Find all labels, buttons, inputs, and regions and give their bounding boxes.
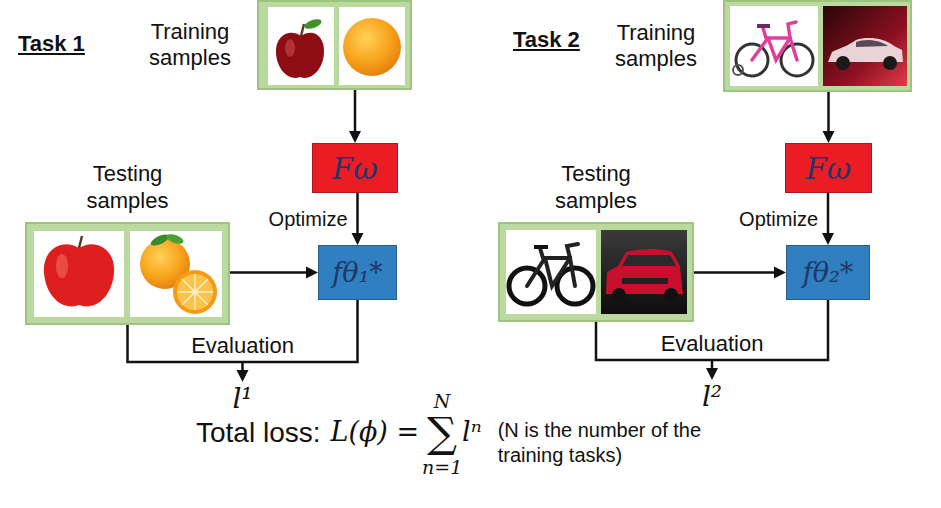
- sample-panel: Training samples: [723, 0, 912, 92]
- sample-panel: Training samples: [257, 0, 412, 90]
- meta-learner-box: Fω: [312, 143, 398, 193]
- loss-symbol: l²: [702, 382, 722, 413]
- evaluation-bracket: [128, 300, 358, 362]
- edge-label: Optimize: [269, 207, 348, 231]
- sum-limit: n=1: [422, 458, 462, 477]
- box-text: fθ₂*: [803, 258, 854, 288]
- connector-arrow: [822, 193, 834, 245]
- sample-panel: Testing samples: [498, 222, 694, 322]
- step-label: Evaluation: [661, 331, 764, 357]
- panel-heading: Testing samples: [536, 161, 656, 214]
- arrow-head: [349, 131, 361, 143]
- arrow-head: [237, 370, 249, 382]
- arrow-head: [352, 233, 364, 245]
- arrow-head: [774, 267, 786, 279]
- loss-symbol: l¹: [232, 384, 252, 415]
- panel-heading: Training samples: [601, 20, 711, 73]
- panel-heading: Training samples: [135, 19, 245, 72]
- formula-text: L(ϕ) =: [331, 416, 420, 448]
- arrow-head: [306, 267, 318, 279]
- meta-learner-box: Fω: [785, 143, 872, 193]
- connector-line: [827, 92, 830, 132]
- evaluation-bracket: [596, 300, 828, 360]
- edge-label: Optimize: [739, 207, 818, 231]
- arrow-head: [823, 131, 835, 143]
- panel-heading: Testing samples: [68, 161, 188, 214]
- note-text: (N is the number of the training tasks): [498, 418, 728, 468]
- connector-line: [827, 193, 830, 234]
- formula-text: Total loss:: [196, 416, 321, 450]
- sample-panel: Testing samples: [25, 222, 230, 325]
- arrow-head: [706, 368, 718, 380]
- connector-arrow: [694, 267, 786, 279]
- connector-arrow: [230, 267, 318, 279]
- connector-arrow: [352, 193, 364, 245]
- formula-text: lⁿ: [462, 416, 482, 448]
- connector-arrow: [823, 92, 835, 143]
- box-text: Fω: [332, 152, 377, 185]
- step-label: Evaluation: [191, 333, 294, 359]
- connector-arrow: [349, 90, 361, 143]
- box-text: Fω: [806, 152, 851, 185]
- connector-line: [694, 271, 775, 274]
- task-label: Task 1: [18, 31, 85, 57]
- model-box: fθ₁*: [318, 245, 397, 300]
- connector-line: [230, 271, 307, 274]
- sum-symbol: ∑: [427, 412, 457, 454]
- sum-limit: N: [434, 392, 451, 411]
- connector-line: [354, 90, 357, 132]
- model-box: fθ₂*: [786, 245, 870, 300]
- task-label: Task 2: [513, 27, 580, 53]
- connector-line: [356, 193, 359, 234]
- box-text: fθ₁*: [332, 258, 383, 288]
- arrow-head: [822, 233, 834, 245]
